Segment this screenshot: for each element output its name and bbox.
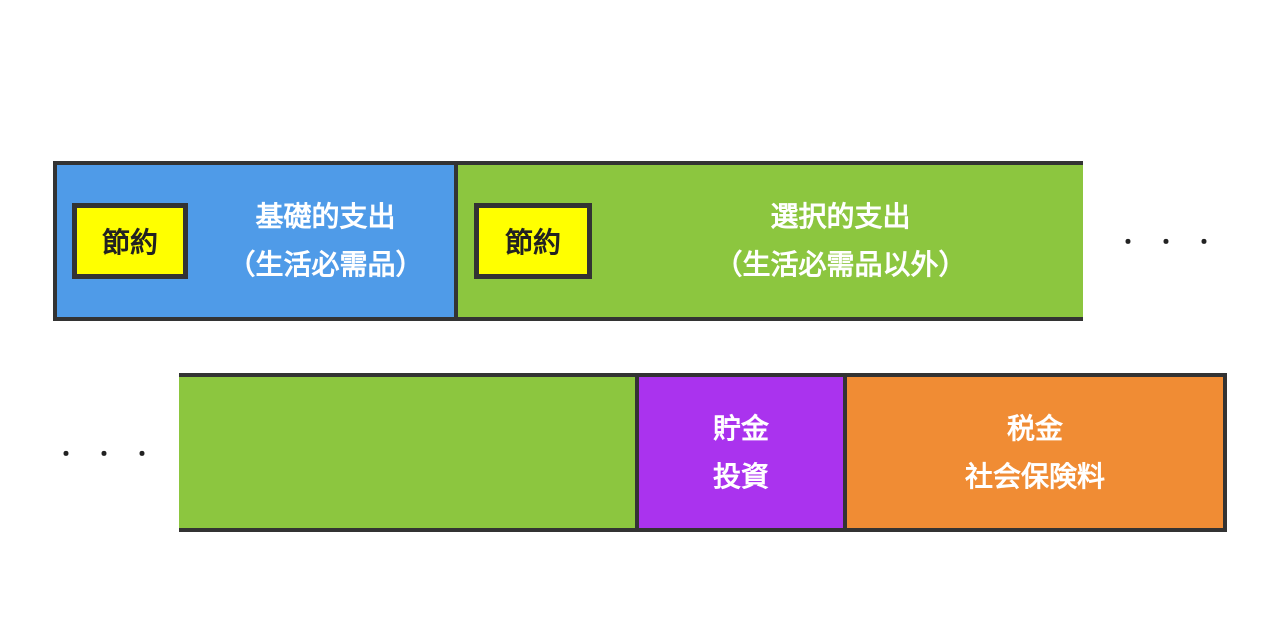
social-insurance-label: 社会保険料 <box>964 459 1105 493</box>
savings-label: 貯金 <box>712 411 769 445</box>
investment-label: 投資 <box>712 459 769 493</box>
saving-badge-basic: 節約 <box>72 203 188 279</box>
continuation-dots-left: ・・・ <box>56 442 170 466</box>
tax-insurance-box: 税金 社会保険料 <box>843 373 1227 532</box>
optional-expenses-subtitle: （生活必需品以外） <box>714 248 967 281</box>
tax-label: 税金 <box>1006 411 1063 445</box>
optional-expenses-box: 選択的支出 （生活必需品以外） <box>454 161 1083 321</box>
basic-expenses-title: 基礎的支出 <box>255 200 396 233</box>
basic-expenses-subtitle: （生活必需品） <box>227 248 424 281</box>
savings-investment-box: 貯金 投資 <box>635 373 847 532</box>
optional-expenses-continued-box <box>179 373 639 532</box>
saving-badge-optional: 節約 <box>474 203 592 279</box>
continuation-dots-right: ・・・ <box>1118 230 1232 254</box>
optional-expenses-title: 選択的支出 <box>770 200 911 233</box>
